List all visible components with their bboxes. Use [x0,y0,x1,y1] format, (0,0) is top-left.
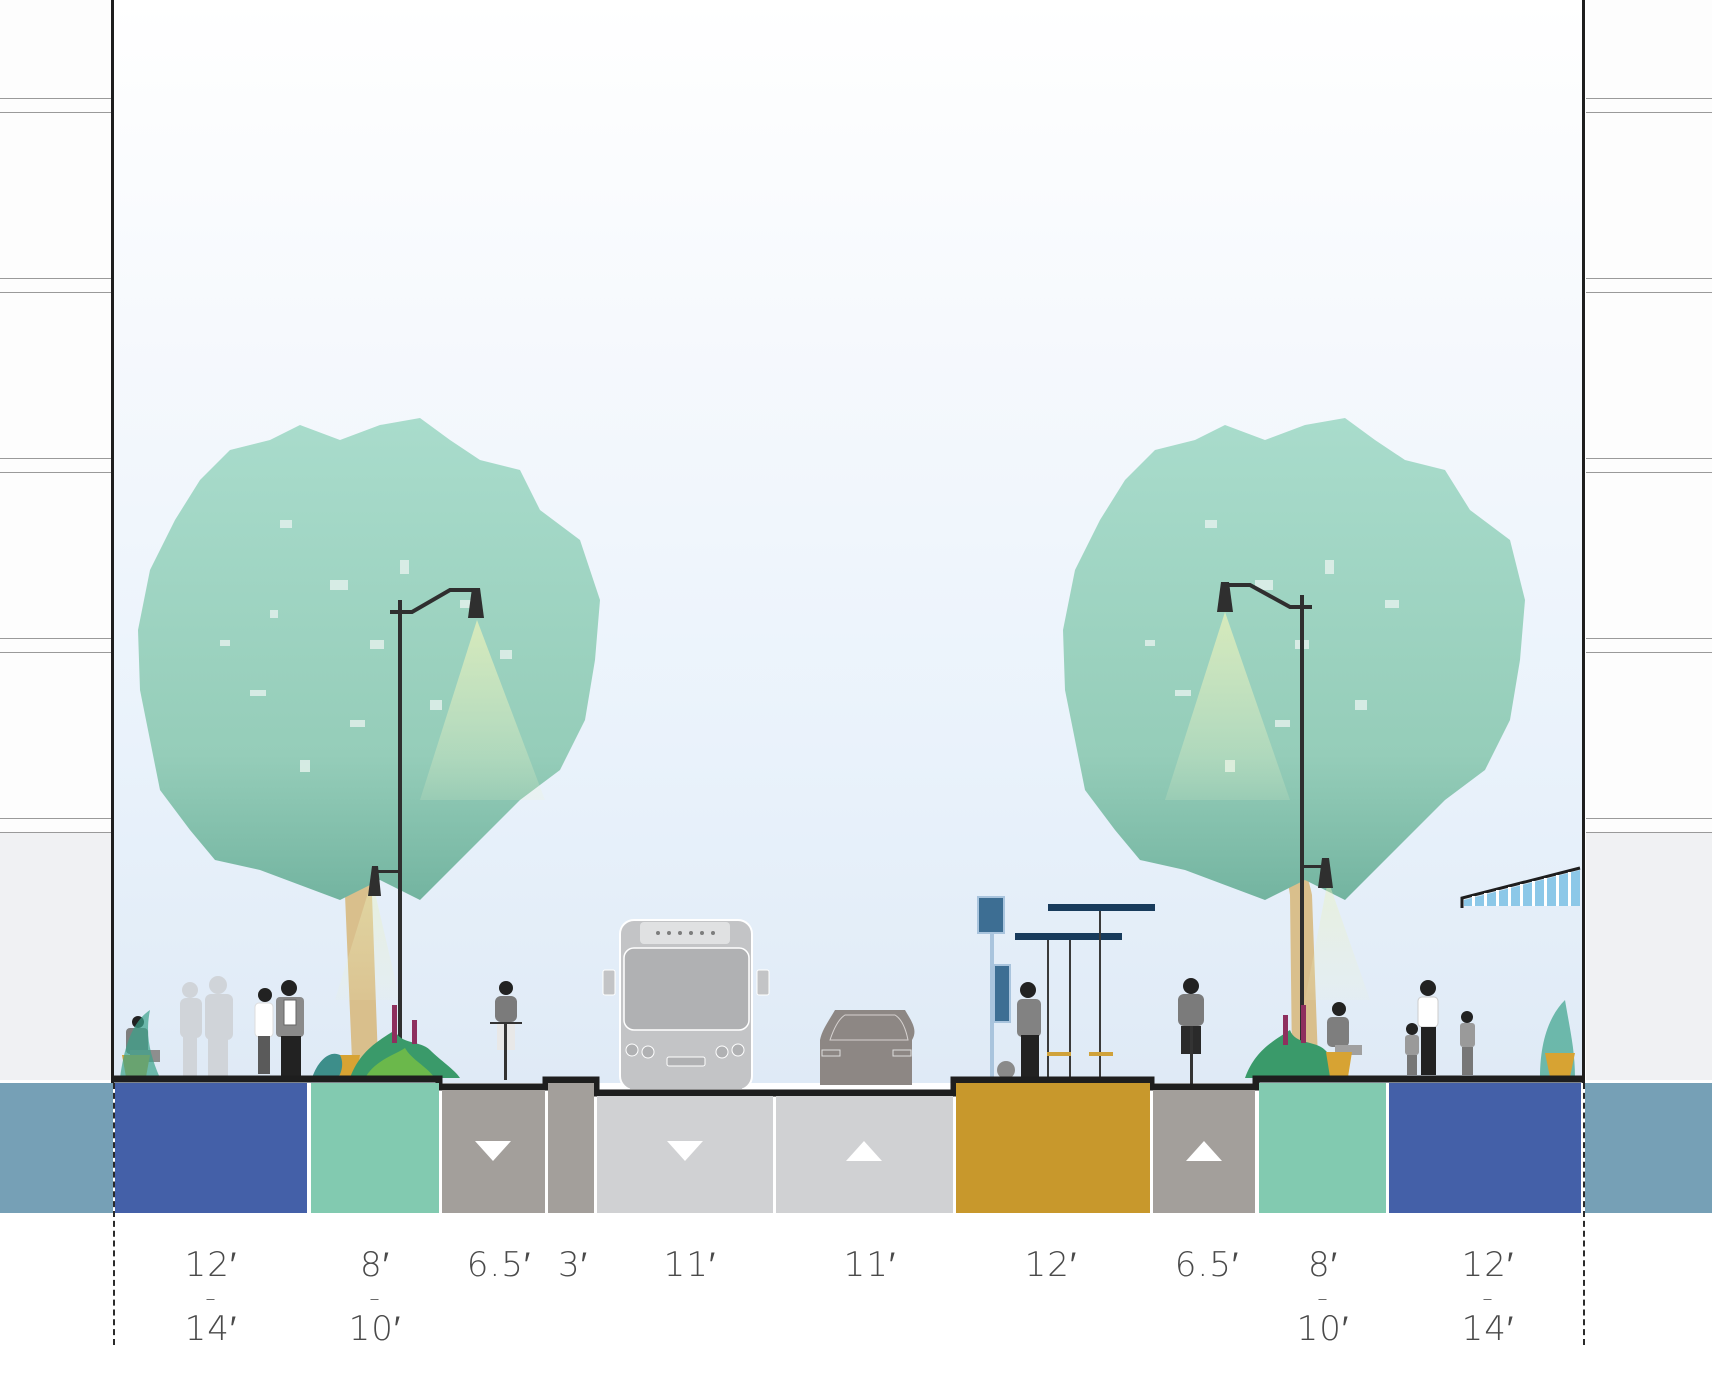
dim-label-bus-platform: 12′ [1001,1248,1101,1282]
dim-sep: – [205,1286,217,1310]
dim-min: 12′ [184,1245,238,1285]
dim-max: 14′ [184,1309,238,1349]
ground-profile [114,1075,1583,1097]
segment-bike-lane-right [1153,1090,1255,1213]
dim-value: 6.5′ [466,1245,532,1285]
dim-value: 11′ [663,1245,717,1285]
segment-sidewalk-right [1389,1083,1581,1213]
dim-label-planting-right: 8′ – 10′ [1273,1248,1373,1346]
dim-max: 10′ [348,1309,402,1349]
dim-min: 12′ [1461,1245,1515,1285]
dim-label-travel-lane-left: 11′ [640,1248,740,1282]
building-right [1586,0,1712,1080]
dim-value: 3′ [557,1245,588,1285]
dim-label-bike-lane-left: 6.5′ [449,1248,549,1282]
dim-label-bike-lane-right: 6.5′ [1157,1248,1257,1282]
dim-label-planting-left: 8′ – 10′ [325,1248,425,1346]
direction-down-icon [667,1141,703,1161]
dim-min: 8′ [359,1245,390,1285]
building-left [0,0,113,1080]
dim-value: 12′ [1024,1245,1078,1285]
segment-planting-right [1259,1083,1386,1213]
cyclist-left [490,981,522,1080]
direction-up-icon [1186,1141,1222,1161]
direction-down-icon [475,1141,511,1161]
planters-right [1245,1000,1575,1078]
awning [1460,866,1581,908]
dim-label-travel-lane-right: 11′ [820,1248,920,1282]
outside-band-left [0,1083,113,1213]
dim-value: 11′ [843,1245,897,1285]
car [820,1010,915,1085]
segment-travel-lane-right [776,1096,953,1213]
pedestrians-right [1405,980,1475,1075]
streetlight-right [1165,582,1370,1060]
outside-band-right [1585,1083,1712,1213]
property-line-right [1583,1083,1585,1345]
segment-bus-platform [956,1083,1150,1213]
property-line-left [113,1083,115,1345]
dim-label-buffer: 3′ [538,1248,608,1282]
dim-sep: – [1317,1286,1329,1310]
dim-sep: – [1482,1286,1494,1310]
bus-shelter [1015,904,1155,1079]
dim-value: 6.5′ [1174,1245,1240,1285]
direction-up-icon [846,1141,882,1161]
segment-buffer [548,1083,594,1213]
streetlight-left [335,588,545,1060]
dim-max: 14′ [1461,1309,1515,1349]
segment-sidewalk-left [115,1083,307,1213]
planters-left [120,1005,460,1078]
segment-travel-lane-left [597,1096,773,1213]
dim-max: 10′ [1296,1309,1350,1349]
segment-planting-left [311,1083,439,1213]
cyclist-right [1178,978,1204,1084]
bus [602,919,770,1091]
tree-right [1063,418,1525,1060]
segment-bike-lane-left [442,1090,545,1213]
bus-stop-sign [977,896,1015,1079]
dim-label-sidewalk-left: 12′ – 14′ [161,1248,261,1346]
dim-min: 8′ [1307,1245,1338,1285]
dim-sep: – [369,1286,381,1310]
dim-label-sidewalk-right: 12′ – 14′ [1438,1248,1538,1346]
